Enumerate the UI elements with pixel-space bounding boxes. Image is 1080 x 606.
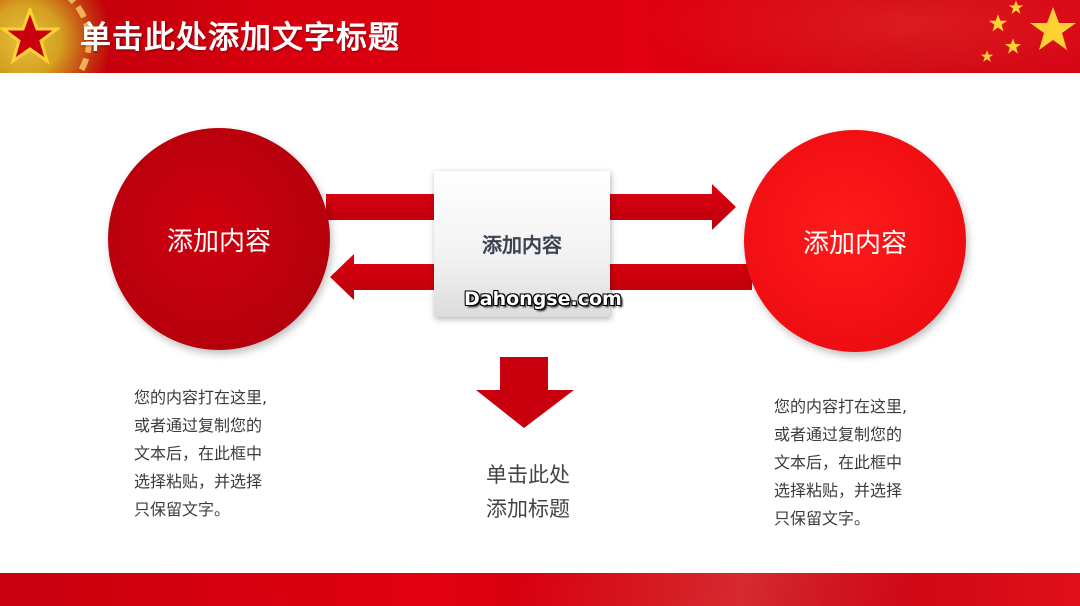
left-circle-label: 添加内容 — [166, 226, 271, 257]
flag-star-icon — [1008, 0, 1024, 14]
left-description-line: 只保留文字。 — [134, 500, 231, 519]
flag-star-icon — [980, 50, 994, 62]
right-circle[interactable]: 添加内容 — [744, 130, 966, 352]
footer-banner — [0, 573, 1080, 606]
center-caption-line: 单击此处 — [486, 463, 570, 487]
center-caption-line: 添加标题 — [486, 497, 570, 521]
arrow-down-icon — [476, 357, 574, 428]
emblem-star-icon — [0, 8, 60, 64]
slide-title[interactable]: 单击此处添加文字标题 — [80, 20, 400, 56]
flag-star-icon — [988, 14, 1008, 32]
watermark: Dahongse.com — [464, 288, 622, 310]
right-description-line: 选择粘贴，并选择 — [774, 481, 903, 500]
left-description-line: 您的内容打在这里, — [134, 388, 268, 407]
right-description-line: 文本后，在此框中 — [774, 453, 903, 472]
right-description[interactable]: 您的内容打在这里, 或者通过复制您的 文本后，在此框中 选择粘贴，并选择 只保留… — [774, 393, 907, 533]
center-caption[interactable]: 单击此处 添加标题 — [440, 458, 616, 526]
emblem-ring — [0, 0, 92, 73]
left-circle[interactable]: 添加内容 — [108, 128, 330, 350]
left-description-line: 选择粘贴，并选择 — [134, 472, 263, 491]
banner-sweep — [600, 0, 1080, 73]
flag-star-icon — [1030, 7, 1076, 50]
right-description-line: 或者通过复制您的 — [774, 425, 903, 444]
center-box[interactable]: 添加内容 — [434, 171, 610, 317]
left-description-line: 或者通过复制您的 — [134, 416, 263, 435]
center-box-label: 添加内容 — [482, 233, 562, 257]
left-description-line: 文本后，在此框中 — [134, 444, 263, 463]
right-description-line: 只保留文字。 — [774, 509, 871, 528]
flag-star-icon — [1004, 38, 1022, 54]
right-circle-label: 添加内容 — [802, 228, 907, 259]
footer-sweep — [520, 573, 1080, 606]
left-description[interactable]: 您的内容打在这里, 或者通过复制您的 文本后，在此框中 选择粘贴，并选择 只保留… — [134, 384, 267, 524]
right-description-line: 您的内容打在这里, — [774, 397, 908, 416]
header-banner: 单击此处添加文字标题 — [0, 0, 1080, 73]
